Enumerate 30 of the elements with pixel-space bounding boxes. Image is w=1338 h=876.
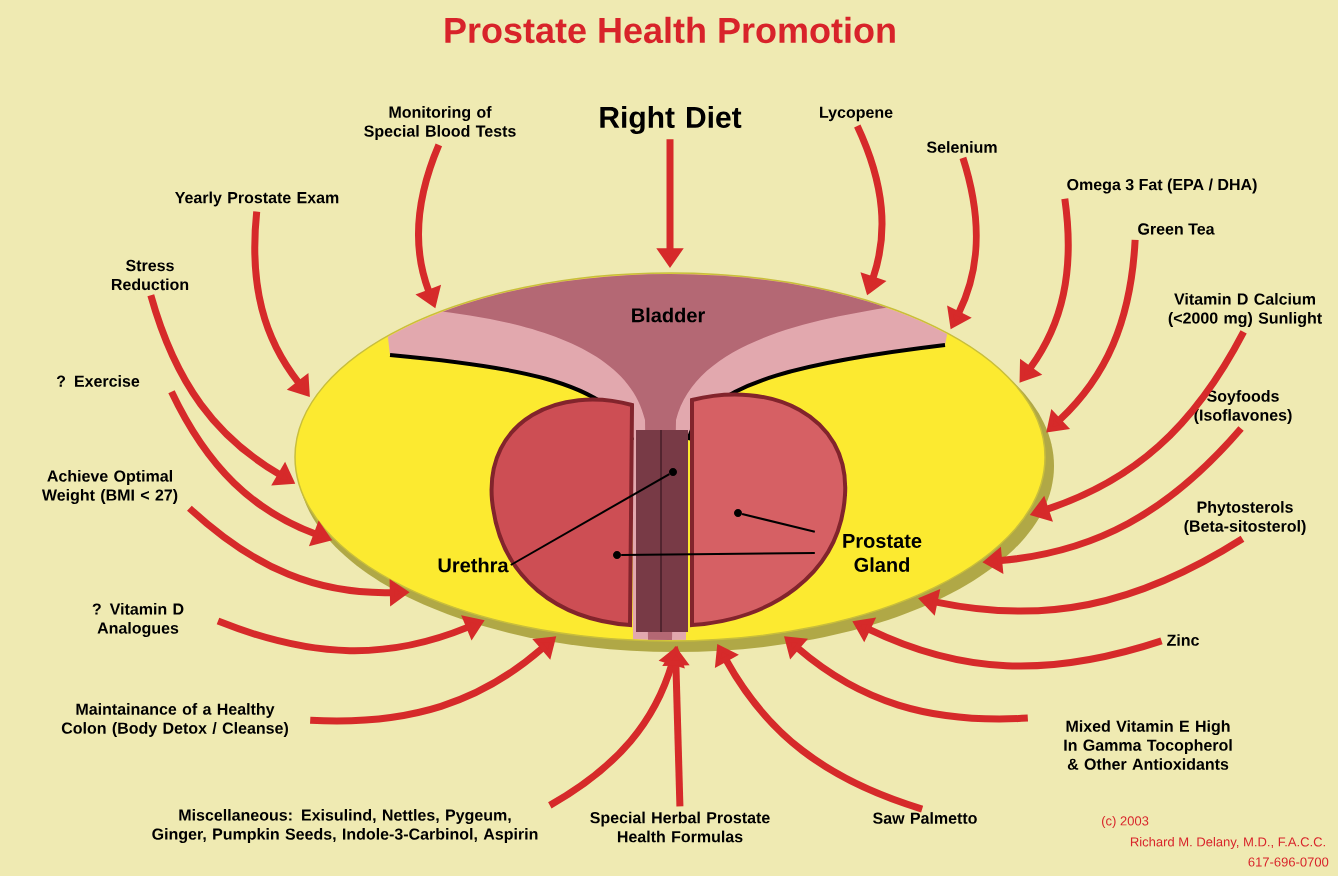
leader-line <box>509 473 671 566</box>
factor-text: Saw Palmetto <box>873 812 977 824</box>
factor-text: Achieve Optimal Weight (BMI < 27) <box>41 470 178 504</box>
factor-text: Omega 3 Fat (EPA / DHA) <box>1067 178 1257 194</box>
factor-text: Lycopene <box>820 106 893 122</box>
factor-text: Stress Reduction <box>111 259 189 291</box>
credit-text: 617-696-0700 <box>1248 857 1329 867</box>
factor-text: ? Exercise <box>56 375 140 387</box>
anatomy-label: Urethra <box>438 557 509 573</box>
factor-text: Green Tea <box>1138 223 1215 235</box>
factor-text: Maintainance of a Healthy Colon (Body Detox / Cleanse) <box>61 703 288 737</box>
credit-text: Richard M. Delany, M.D., F.A.C.C. <box>1130 836 1325 850</box>
factor-text: Zinc <box>1167 634 1199 646</box>
title: Prostate Health Promotion <box>445 16 895 44</box>
factor-text: Mixed Vitamin E High In Gamma Tocopherol & Other Antioxidants <box>1064 720 1232 770</box>
factor-text: Phytosterols (Beta-sitosterol) <box>1184 501 1306 535</box>
leader-line <box>620 552 816 556</box>
factor-text: Yearly Prostate Exam <box>175 191 339 207</box>
factor-text: Soyfoods (Isoflavones) <box>1194 390 1292 424</box>
factor-text: Special Herbal Prostate Health Formulas <box>590 811 770 843</box>
factor-text: Vitamin D Calcium (<2000 mg) Sunlight <box>1168 293 1322 327</box>
organ-label: Bladder <box>632 307 705 323</box>
leader-line <box>741 513 816 533</box>
factor-text: Miscellaneous: Exisulind, Nettles, Pygeum, Ginger, Pumpkin Seeds, Indole-3-Carbinol, Aspirin <box>152 809 538 843</box>
credit-text: (c) 2003 <box>1102 815 1149 829</box>
factor-text: ? Vitamin D Analogues <box>92 603 184 637</box>
factor-text: Selenium <box>926 141 997 153</box>
anatomy-label: Prostate Gland <box>843 534 922 572</box>
heading-text: Right Diet <box>600 105 742 135</box>
factor-text: Monitoring of Special Blood Tests <box>364 106 516 140</box>
